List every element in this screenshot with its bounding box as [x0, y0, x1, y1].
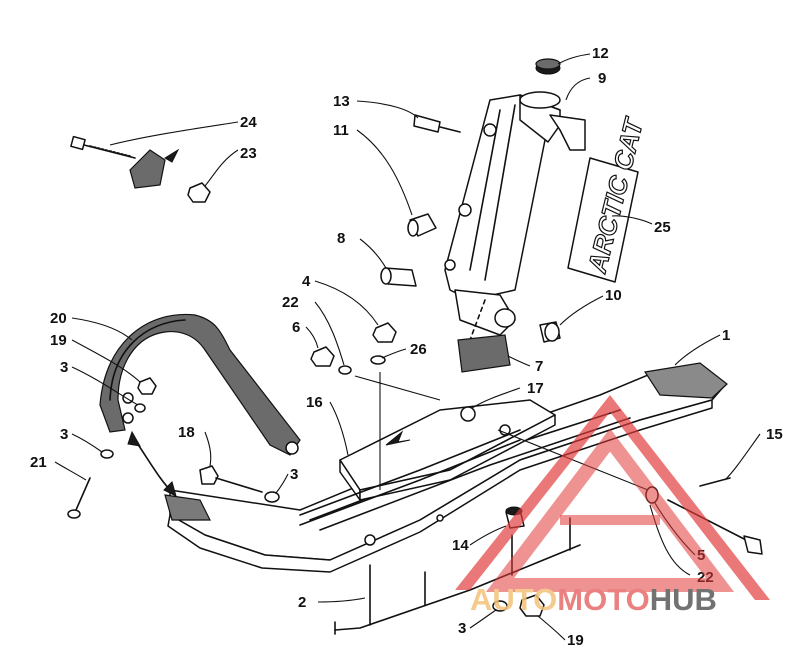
- ski-saddle-bracket: [299, 399, 556, 546]
- part-washer-26: [370, 355, 386, 365]
- watermark-moto: MOTO: [557, 582, 649, 617]
- callout-22: 22: [282, 294, 299, 311]
- part-bushing-10: [539, 321, 561, 343]
- part-washer-3c: [264, 491, 280, 503]
- watermark-auto: AUTO: [470, 582, 557, 617]
- callout-labels: 12 9 13 11 24 23 25 8 4 10 22 20 6 26 1 …: [30, 45, 783, 649]
- callout-23: 23: [240, 145, 257, 162]
- callout-19: 19: [567, 632, 584, 649]
- callout-7: 7: [535, 358, 543, 375]
- spindle: [444, 91, 586, 341]
- part-nut-23: [187, 182, 211, 203]
- callout-15: 15: [766, 426, 783, 443]
- svg-text:AUTOMOTOHUB: AUTOMOTOHUB: [470, 582, 717, 617]
- callout-4: 4: [302, 273, 311, 290]
- callout-2: 2: [298, 594, 306, 611]
- callout-11: 11: [333, 122, 349, 139]
- callout-17: 17: [527, 380, 544, 397]
- ski-handle-loop: [99, 313, 301, 497]
- part-bracket-24: [129, 148, 180, 189]
- callout-13: 13: [333, 93, 350, 110]
- callout-3: 3: [290, 466, 298, 483]
- part-bushing-upper: [407, 213, 437, 237]
- callout-3: 3: [60, 426, 68, 443]
- callout-16: 16: [306, 394, 323, 411]
- callout-19: 19: [50, 332, 67, 349]
- callout-8: 8: [337, 230, 345, 247]
- part-rubber-block: [457, 334, 511, 373]
- callout-3: 3: [458, 620, 466, 637]
- part-nut-6: [310, 346, 335, 367]
- callout-9: 9: [598, 70, 606, 87]
- callout-3: 3: [60, 359, 68, 376]
- part-bolt-24: [70, 135, 136, 159]
- watermark: AUTOMOTOHUB: [455, 395, 770, 617]
- part-nut-19a: [137, 377, 157, 395]
- callout-14: 14: [452, 537, 469, 554]
- part-washer-3d: [492, 600, 508, 612]
- callout-18: 18: [178, 424, 195, 441]
- callout-6: 6: [292, 319, 300, 336]
- callout-25: 25: [654, 219, 671, 236]
- part-bolt-21: [67, 477, 91, 519]
- callout-26: 26: [410, 341, 427, 358]
- part-bushing-8: [380, 267, 417, 287]
- part-washer-3a: [134, 403, 146, 413]
- callout-12: 12: [592, 45, 609, 62]
- part-washer-3b: [100, 449, 114, 459]
- part-nut-4: [372, 322, 397, 343]
- watermark-hub: HUB: [650, 582, 717, 617]
- callout-1: 1: [722, 327, 730, 344]
- part-washer-22a: [338, 365, 352, 375]
- leader-lines: [54, 53, 761, 641]
- callout-20: 20: [50, 310, 67, 327]
- part-wear-bar: [334, 517, 581, 635]
- part-grease-fitting: [413, 114, 461, 133]
- part-cap: [535, 58, 561, 75]
- callout-24: 24: [240, 114, 257, 131]
- callout-21: 21: [30, 454, 47, 471]
- part-nut-19b: [519, 594, 545, 617]
- part-bolt-18: [199, 465, 263, 493]
- callout-10: 10: [605, 287, 622, 304]
